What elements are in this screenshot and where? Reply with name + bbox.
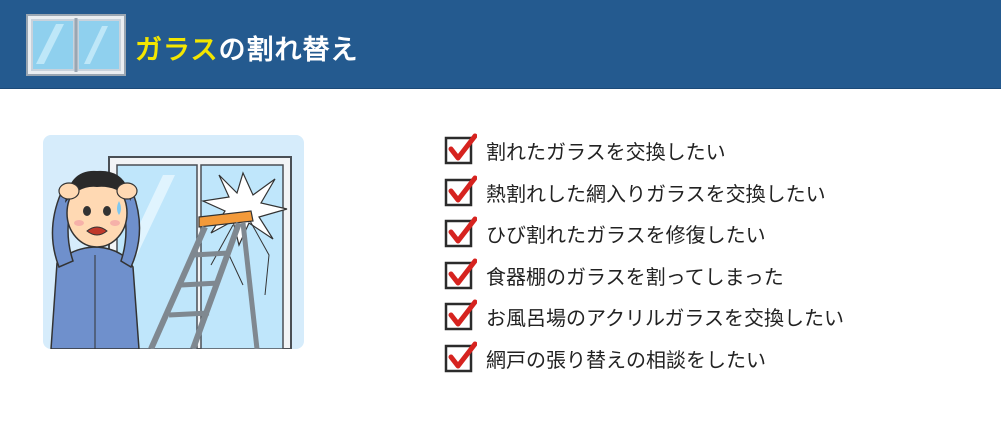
checkmark-box-icon [444,341,477,373]
checklist-item-label: 食器棚のガラスを割ってしまった [486,264,784,289]
checklist-item-label: ひび割れたガラスを修復したい [486,223,766,248]
header-bar: ガラスの割れ替え [0,0,1001,89]
title-accent: ガラス [135,35,219,66]
list-item: 食器棚のガラスを割ってしまった [444,258,844,300]
checkmark-box-icon [444,258,477,290]
title-rest: の割れ替え [218,35,359,66]
list-item: 割れたガラスを交換したい [444,133,844,175]
list-item: ひび割れたガラスを修復したい [444,216,844,258]
checkmark-box-icon [444,175,477,206]
concern-checklist: 割れたガラスを交換したい 熱割れした網入りガラスを交換したい ひび割れたガラスを… [444,133,844,383]
checklist-item-label: 割れたガラスを交換したい [486,140,726,164]
checkmark-box-icon [444,299,477,331]
list-item: 熱割れした網入りガラスを交換したい [444,175,844,217]
checklist-item-label: 熱割れした網入りガラスを交換したい [486,181,826,206]
illustration-drawing [50,156,292,349]
checklist-item-label: お風呂場のアクリルガラスを交換したい [486,306,844,331]
checkmark-box-icon [444,133,477,165]
list-item: 網戸の張り替えの相談をしたい [444,341,844,383]
checklist-item-label: 網戸の張り替えの相談をしたい [486,347,766,372]
worried-man-broken-window-illustration [43,135,304,349]
checkmark-box-icon [444,216,477,248]
page-title: ガラスの割れ替え [135,28,358,67]
sliding-window-icon [26,14,126,76]
list-item: お風呂場のアクリルガラスを交換したい [444,299,844,341]
